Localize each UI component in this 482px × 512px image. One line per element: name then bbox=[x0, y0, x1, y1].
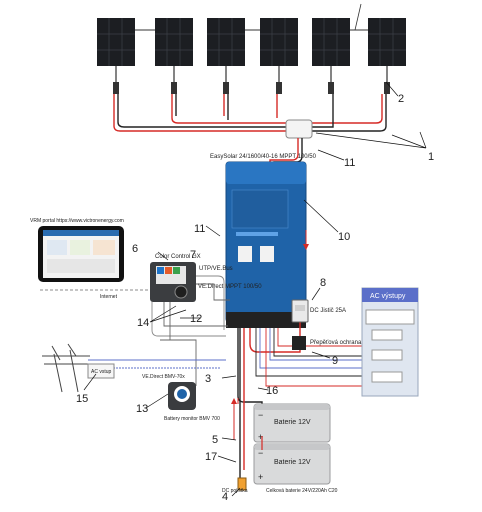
callout-1: 1 bbox=[428, 151, 434, 163]
callout-4: 4 bbox=[222, 491, 228, 503]
callout-13: 13 bbox=[136, 403, 148, 415]
svg-text:+: + bbox=[258, 432, 263, 442]
label-battery-monitor: Battery monitor BMV 700 bbox=[164, 416, 220, 422]
svg-text:−: − bbox=[258, 410, 263, 420]
label-battery-2: Baterie 12V bbox=[274, 459, 311, 466]
ac-outputs-panel bbox=[361, 287, 419, 397]
ac-input-box bbox=[87, 363, 115, 379]
label-vedirect-bmv: VE.Direct BMV-70x bbox=[142, 374, 185, 380]
callout-6: 6 bbox=[132, 243, 138, 255]
battery-2 bbox=[253, 443, 331, 485]
easysolar-inverter bbox=[225, 161, 307, 328]
battery-monitor bbox=[168, 382, 196, 410]
callout-9: 9 bbox=[332, 355, 338, 367]
label-prepet-ochrana: Přepěťová ochrana bbox=[310, 340, 362, 346]
battery-1 bbox=[253, 403, 331, 443]
label-internet: Internet bbox=[100, 294, 118, 300]
callout-17: 17 bbox=[205, 451, 217, 463]
surge-protector bbox=[292, 336, 306, 350]
solar-panel bbox=[312, 18, 350, 66]
label-dc-pojistka: DC pojistka bbox=[222, 488, 248, 494]
callout-7: 7 bbox=[190, 249, 196, 261]
dc-fuse bbox=[237, 477, 247, 491]
callout-3: 3 bbox=[205, 373, 211, 385]
callout-15: 15 bbox=[76, 393, 88, 405]
label-inverter-title: EasySolar 24/1600/40-16 MPPT 100/50 bbox=[210, 154, 317, 160]
utility-pole bbox=[42, 343, 92, 393]
label-ac-vystupy: AC výstupy bbox=[370, 293, 406, 300]
label-dc-jistic: DC Jistič 25A bbox=[310, 308, 346, 314]
solar-panel bbox=[368, 18, 406, 66]
label-color-control: Color Control GX bbox=[155, 254, 201, 260]
label-vrm-portal: VRM portal https://www.victronenergy.com bbox=[30, 218, 124, 224]
solar-panel bbox=[155, 18, 193, 66]
callout-12: 12 bbox=[190, 313, 202, 325]
callout-2: 2 bbox=[398, 93, 404, 105]
callout-10: 10 bbox=[338, 231, 350, 243]
callout-8: 8 bbox=[320, 277, 326, 289]
solar-panel-array bbox=[97, 18, 406, 66]
label-ac-input: AC vstup bbox=[91, 369, 112, 375]
combiner-box bbox=[285, 119, 313, 139]
solar-panel bbox=[97, 18, 135, 66]
label-utp-link: UTP/VE.Bus bbox=[199, 266, 233, 272]
callout-11b: 11 bbox=[194, 223, 205, 235]
label-battery-total: Celková baterie 24V/220Ah C20 bbox=[266, 488, 338, 494]
label-battery-1: Baterie 12V bbox=[274, 419, 311, 426]
callout-14: 14 bbox=[137, 317, 149, 329]
mc4-connectors bbox=[113, 66, 390, 94]
label-vedirect-mppt: VE.Direct MPPT 100/50 bbox=[198, 284, 262, 290]
svg-text:+: + bbox=[258, 472, 263, 482]
callout-11a: 11 bbox=[344, 157, 355, 169]
callout-16: 16 bbox=[266, 385, 278, 397]
solar-panel bbox=[207, 18, 245, 66]
svg-text:−: − bbox=[258, 448, 263, 458]
solar-panel bbox=[260, 18, 298, 66]
vrm-tablet bbox=[38, 226, 124, 282]
color-control-gx bbox=[150, 262, 196, 302]
pv-string-cables bbox=[113, 94, 387, 132]
callout-5: 5 bbox=[212, 434, 218, 446]
